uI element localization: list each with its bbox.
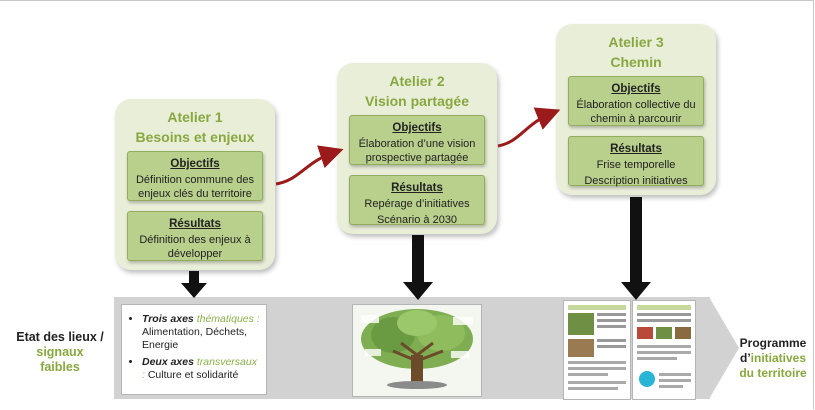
atelier-2-title-line2: Vision partagée <box>364 93 469 109</box>
vision-tree-image <box>352 304 482 397</box>
connector-arrow-2-3 <box>497 107 561 148</box>
tree-illustration-icon <box>353 305 481 396</box>
atelier-2-title: Atelier 2 Vision partagée <box>337 71 497 111</box>
axes-item-1-green: thématiques : <box>196 313 260 325</box>
resultats-line-1: Repérage d’initiatives <box>364 198 470 210</box>
left-label-line3: faibles <box>40 360 80 374</box>
atelier-1-title: Atelier 1 Besoins et enjeux <box>115 107 275 147</box>
resultats-heading: Résultats <box>391 182 443 194</box>
objectifs-heading: Objectifs <box>611 83 661 95</box>
objectifs-heading: Objectifs <box>170 158 220 170</box>
band-arrow-tip <box>709 297 739 399</box>
atelier-1-title-line1: Atelier 1 <box>167 109 223 125</box>
document-thumbnail-icon <box>564 301 630 399</box>
atelier-1-title-line2: Besoins et enjeux <box>135 129 255 145</box>
description-document-image <box>632 300 696 400</box>
atelier-1-box: Atelier 1 Besoins et enjeux Objectifs Dé… <box>115 99 275 270</box>
atelier-1-resultats: Résultats Définition des enjeux à dévelo… <box>127 211 263 261</box>
programme-label: Programme d’initiatives du territoire <box>728 336 815 381</box>
frise-document-image <box>563 300 631 400</box>
document-thumbnail-icon <box>633 301 695 399</box>
axes-item-thematiques: Trois axes thématiques : Alimentation, D… <box>142 313 260 352</box>
down-arrow-3 <box>621 197 651 300</box>
objectifs-heading: Objectifs <box>392 122 442 134</box>
objectifs-text: Définition commune des enjeux clés du te… <box>135 174 254 200</box>
right-label-line3: du territoire <box>739 366 807 380</box>
atelier-3-title: Atelier 3 Chemin <box>556 32 716 72</box>
atelier-3-resultats: Résultats Frise temporelle Description i… <box>568 136 704 187</box>
left-label-line2: signaux <box>36 345 84 359</box>
objectifs-text: Élaboration collective du chemin à parco… <box>576 99 696 125</box>
atelier-3-title-line1: Atelier 3 <box>608 34 664 50</box>
resultats-line-2: Description initiatives <box>584 175 688 187</box>
axes-item-1-text: Alimentation, Déchets, Energie <box>142 326 248 351</box>
axes-item-transversaux: Deux axes transversaux : Culture et soli… <box>142 356 260 382</box>
axes-item-1-bold: Trois axes <box>142 313 194 325</box>
atelier-2-box: Atelier 2 Vision partagée Objectifs Élab… <box>337 63 497 234</box>
down-arrow-2 <box>403 235 433 300</box>
atelier-2-title-line1: Atelier 2 <box>389 73 445 89</box>
right-label-line2: d’initiatives <box>728 351 815 366</box>
atelier-3-objectifs: Objectifs Élaboration collective du chem… <box>568 76 704 126</box>
resultats-heading: Résultats <box>610 143 662 155</box>
atelier-3-title-line2: Chemin <box>610 54 662 70</box>
left-label-line1: Etat des lieux / <box>16 330 104 344</box>
resultats-line-1: Frise temporelle <box>596 159 676 171</box>
right-label-line2-prefix: d’ <box>739 351 751 365</box>
resultats-heading: Résultats <box>169 218 221 230</box>
connector-arrow-1-2 <box>275 145 344 186</box>
resultats-line-2: Scénario à 2030 <box>376 214 458 226</box>
right-label-line2-green: initiatives <box>750 351 807 365</box>
right-label-line1: Programme <box>739 336 807 350</box>
axes-item-2-bold: Deux axes <box>142 356 194 368</box>
objectifs-text: Élaboration d’une vision prospective par… <box>358 138 476 164</box>
axes-panel: Trois axes thématiques : Alimentation, D… <box>121 304 267 395</box>
etat-des-lieux-label: Etat des lieux / signaux faibles <box>6 330 114 375</box>
resultats-text: Définition des enjeux à développer <box>139 234 251 260</box>
axes-item-2-green: transversaux : <box>142 356 257 381</box>
atelier-3-box: Atelier 3 Chemin Objectifs Élaboration c… <box>556 24 716 195</box>
atelier-2-objectifs: Objectifs Élaboration d’une vision prosp… <box>349 115 485 165</box>
atelier-2-resultats: Résultats Repérage d’initiatives Scénari… <box>349 175 485 226</box>
atelier-1-objectifs: Objectifs Définition commune des enjeux … <box>127 151 263 201</box>
axes-item-2-text: Culture et solidarité <box>147 369 239 381</box>
down-arrow-1 <box>181 271 207 298</box>
